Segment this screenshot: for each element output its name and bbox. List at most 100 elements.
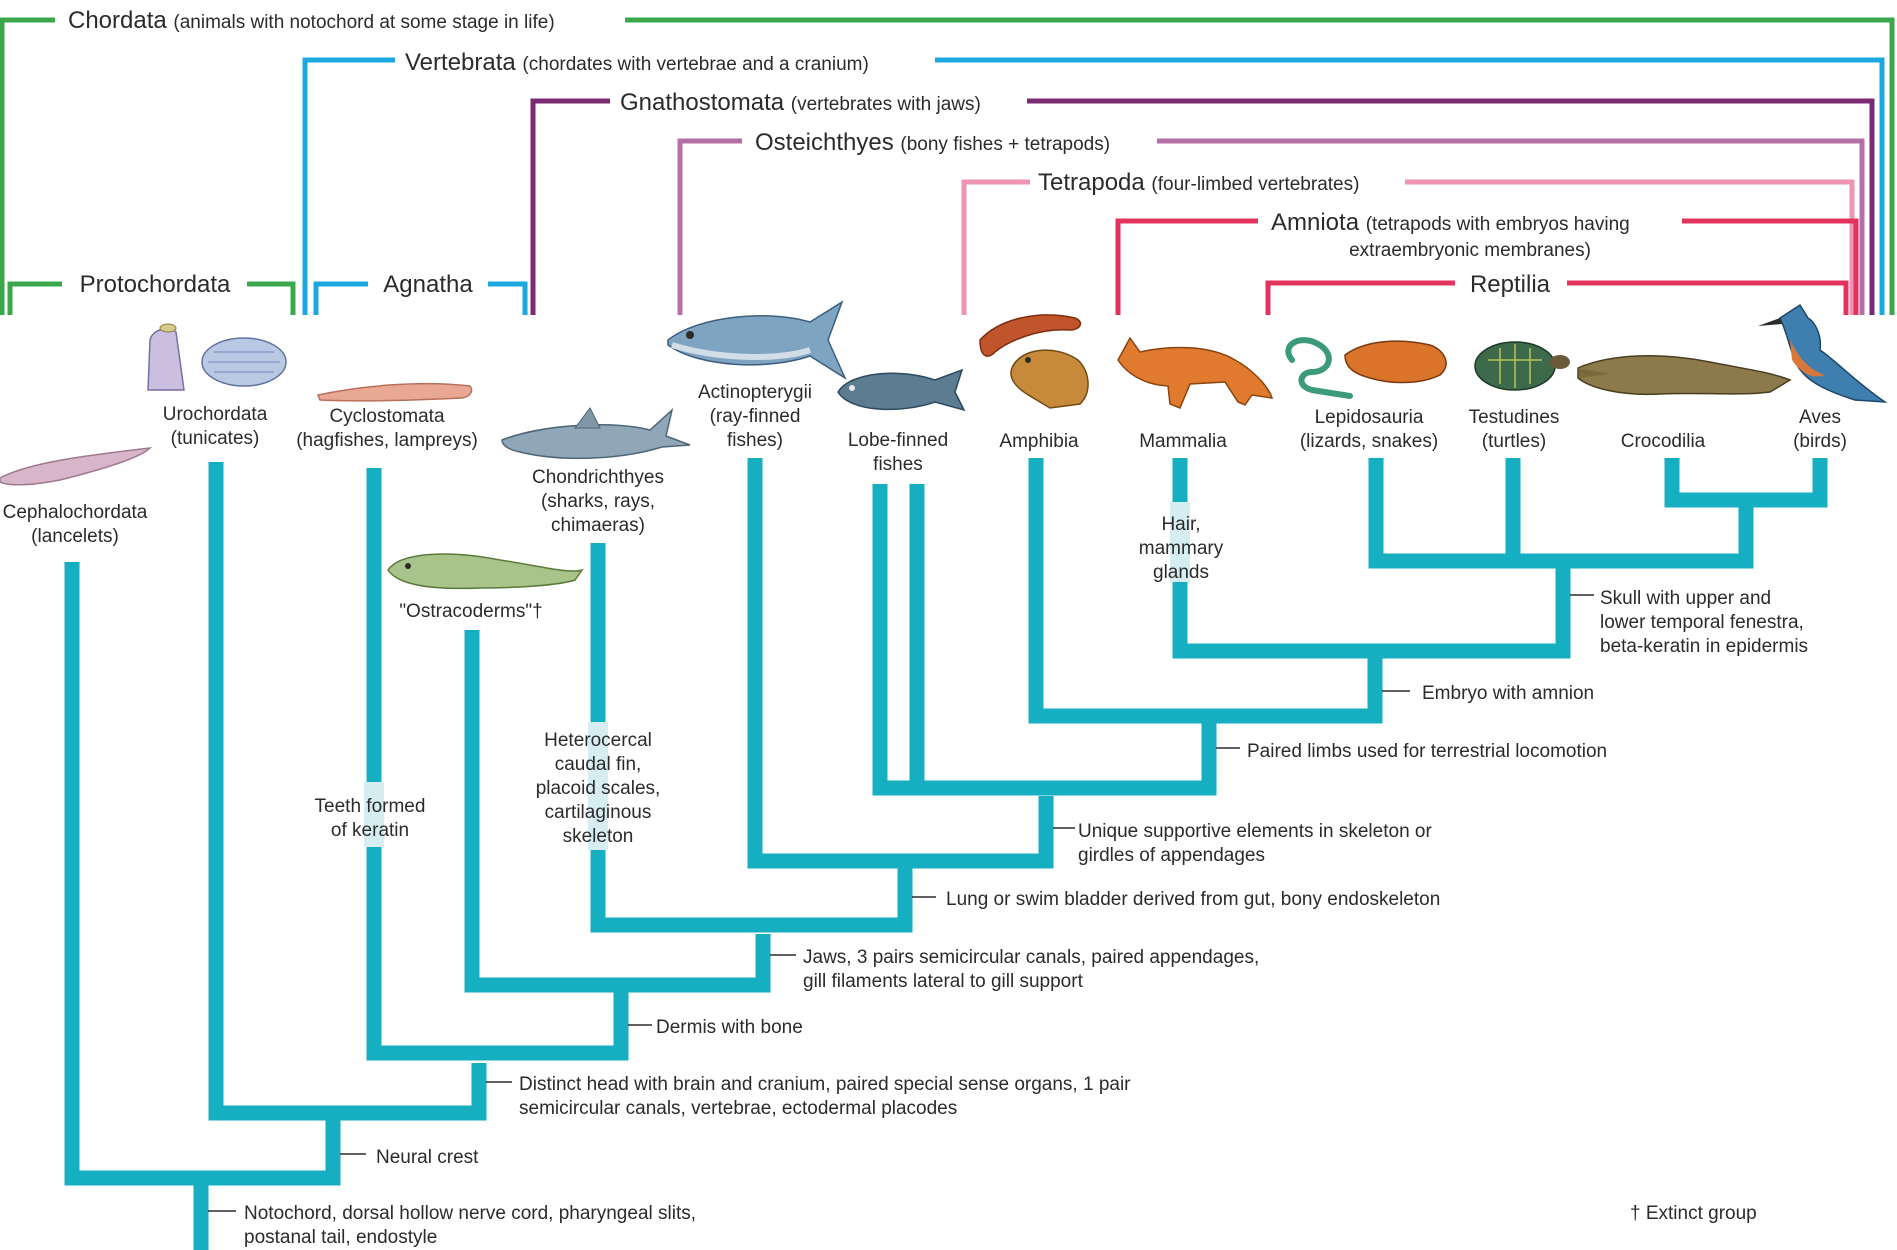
svg-text:Vertebrata (chordates with ver: Vertebrata (chordates with vertebrae and… [405, 49, 869, 76]
gnathostomata-name: Gnathostomata [620, 89, 785, 116]
taxon-chondrichthyes-3: chimaeras) [551, 515, 645, 536]
lancelet-icon [0, 447, 153, 486]
amniota-bracket [1115, 218, 1859, 315]
reptilia-bracket [1265, 280, 1849, 315]
tuna-icon [667, 300, 847, 380]
svg-text:Amniota (tetrapods with embryo: Amniota (tetrapods with embryos having [1271, 209, 1630, 236]
chordata-desc: (animals with notochord at some stage in… [173, 12, 554, 33]
trait-heterocercal-2: caudal fin, [555, 754, 642, 775]
taxon-aves-2: (birds) [1793, 431, 1847, 452]
svg-text:Tetrapoda (four-limbed vertebr: Tetrapoda (four-limbed vertebrates) [1038, 169, 1359, 196]
osteichthyes-desc: (bony fishes + tetrapods) [900, 134, 1110, 155]
tree-branches [64, 458, 1828, 1250]
svg-text:Aves(birds): Aves (birds) [1793, 407, 1847, 452]
taxon-urochordata: Urochordata [163, 404, 268, 425]
gnathostomata-desc: (vertebrates with jaws) [791, 94, 981, 115]
trait-skull-2: lower temporal fenestra, [1600, 612, 1804, 633]
branch-node-6 [747, 458, 1054, 869]
trait-heterocercal-5: skeleton [563, 826, 634, 847]
taxon-testudines: Testudines [1469, 407, 1560, 428]
branch-node-10 [1368, 458, 1754, 569]
trait-label-backgrounds [364, 502, 1190, 850]
trait-skull-3: beta-keratin in epidermis [1600, 636, 1808, 657]
taxon-cephalochordata: Cephalochordata [3, 502, 148, 523]
taxon-chondrichthyes-2: (sharks, rays, [541, 491, 655, 512]
trait-keratin-teeth: Teeth formed [315, 796, 426, 817]
svg-text:Lepidosauria(lizards, snakes): Lepidosauria(lizards, snakes) [1300, 407, 1438, 452]
svg-text:Distinct head with brain and c: Distinct head with brain and cranium, pa… [519, 1074, 1131, 1119]
coelacanth-icon [837, 368, 966, 412]
vertebrata-name: Vertebrata [405, 49, 516, 76]
trait-ticks [208, 594, 1594, 1212]
vertebrata-desc: (chordates with vertebrae and a cranium) [522, 54, 868, 75]
salamander-icon [979, 314, 1082, 357]
crocodile-icon [1577, 355, 1792, 396]
branch-node-2 [208, 462, 487, 1121]
trait-unique: Unique supportive elements in skeleton o… [1078, 821, 1432, 842]
svg-text:Chondrichthyes(sharks, rays,ch: Chondrichthyes (sharks, rays, chimaeras) [532, 467, 664, 536]
taxon-lobefinned: Lobe-finned [848, 430, 948, 451]
osteichthyes-bracket [677, 138, 1865, 315]
taxon-ostracoderms: "Ostracoderms"† [399, 601, 542, 622]
trait-neural-crest: Neural crest [376, 1147, 479, 1168]
ostracoderm-icon [387, 553, 584, 590]
svg-text:Notochord, dorsal hollow nerve: Notochord, dorsal hollow nerve cord, pha… [244, 1203, 696, 1248]
osteichthyes-name: Osteichthyes [755, 129, 894, 156]
trait-hair-2: mammary [1139, 538, 1224, 559]
trait-lung: Lung or swim bladder derived from gut, b… [946, 889, 1440, 910]
footnote: † Extinct group [1630, 1203, 1757, 1224]
taxon-actinopterygii-2: (ray-finned [710, 406, 801, 427]
taxon-cyclostomata-2: (hagfishes, lampreys) [296, 430, 478, 451]
trait-keratin-teeth-2: of keratin [331, 820, 409, 841]
turtle-icon [1474, 341, 1570, 391]
trait-head: Distinct head with brain and cranium, pa… [519, 1074, 1131, 1095]
taxon-lobefinned-2: fishes [873, 454, 923, 475]
frog-icon [1010, 349, 1089, 409]
svg-text:Jaws, 3 pairs semicircular can: Jaws, 3 pairs semicircular canals, paire… [803, 947, 1259, 992]
protochordata-bracket [7, 281, 296, 315]
vertebrata-bracket [302, 57, 1885, 315]
taxon-chondrichthyes: Chondrichthyes [532, 467, 664, 488]
trait-notochord-2: postanal tail, endostyle [244, 1227, 437, 1248]
tunicate-icon [147, 323, 287, 391]
kingfisher-icon [1758, 303, 1888, 403]
agnatha-label: Agnatha [383, 271, 473, 298]
trait-unique-2: girdles of appendages [1078, 845, 1265, 866]
trait-heterocercal-3: placoid scales, [536, 778, 661, 799]
trait-hair-3: glands [1153, 562, 1209, 583]
trait-hair: Hair, [1161, 514, 1200, 535]
taxon-lepidosauria: Lepidosauria [1315, 407, 1424, 428]
taxon-crocodilia: Crocodilia [1621, 431, 1706, 452]
svg-text:Testudines(turtles): Testudines (turtles) [1469, 407, 1560, 452]
trait-amnion: Embryo with amnion [1422, 683, 1594, 704]
taxon-cyclostomata: Cyclostomata [329, 406, 445, 427]
tetrapoda-name: Tetrapoda [1038, 169, 1145, 196]
svg-text:Urochordata(tunicates): Urochordata (tunicates) [163, 404, 268, 449]
taxon-labels: Cephalochordata(lancelets) Urochordata (t… [3, 382, 1847, 622]
branch-node-1 [64, 562, 341, 1186]
chordata-bracket [0, 17, 1895, 315]
protochordata-label: Protochordata [80, 271, 231, 298]
tetrapoda-desc: (four-limbed vertebrates) [1151, 174, 1359, 195]
trait-head-2: semicircular canals, vertebrae, ectoderm… [519, 1098, 957, 1119]
taxon-actinopterygii-3: fishes) [727, 430, 783, 451]
tetrapoda-bracket [961, 179, 1855, 315]
trait-skull: Skull with upper and [1600, 588, 1771, 609]
branch-node-8 [1028, 458, 1383, 724]
gnathostomata-bracket [530, 98, 1875, 315]
taxon-amphibia: Amphibia [999, 431, 1079, 452]
hagfish-icon [316, 382, 473, 402]
amniota-desc: (tetrapods with embryos having [1366, 214, 1630, 235]
taxon-urochordata-2: (tunicates) [171, 428, 260, 449]
svg-text:Chordata (animals with notocho: Chordata (animals with notochord at some… [68, 7, 555, 34]
taxon-aves: Aves [1799, 407, 1841, 428]
svg-text:Cephalochordata(lancelets): Cephalochordata(lancelets) [3, 502, 148, 547]
branch-node-7 [872, 484, 1217, 796]
taxon-testudines-2: (turtles) [1482, 431, 1546, 452]
svg-text:Gnathostomata (vertebrates wit: Gnathostomata (vertebrates with jaws) [620, 89, 981, 116]
